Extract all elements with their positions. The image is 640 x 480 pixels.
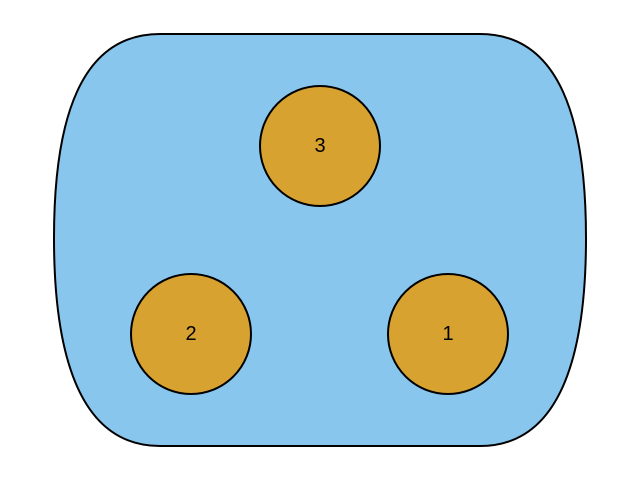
node-3-circle <box>259 85 381 207</box>
node-1-circle <box>387 273 509 395</box>
node-1-label: 1 <box>442 323 453 345</box>
node-2-circle <box>130 273 252 395</box>
node-1: 1 <box>387 273 509 395</box>
node-2: 2 <box>130 273 252 395</box>
node-2-label: 2 <box>185 323 196 345</box>
node-3-label: 3 <box>314 135 325 157</box>
node-3: 3 <box>259 85 381 207</box>
